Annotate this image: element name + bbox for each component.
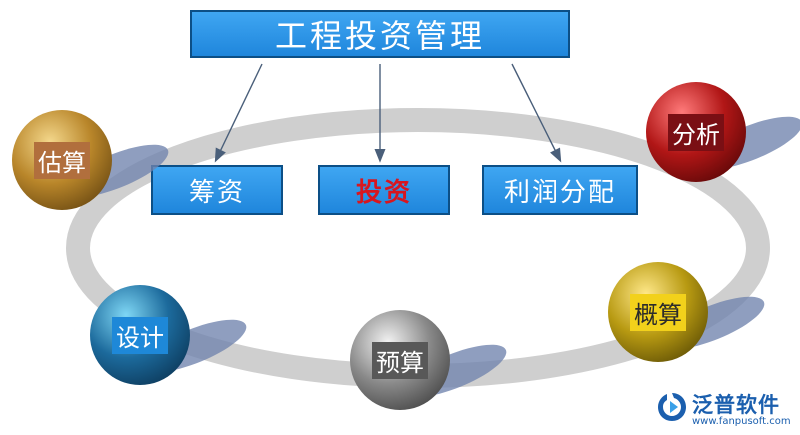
arrow-to-fund [214,63,263,163]
cycle-label-estimate: 估算 [34,141,90,179]
cycle-node-estimate: 估算 [12,110,175,210]
stage-label-invest: 投资 [355,177,412,208]
stage-box-profit: 利润分配 [482,165,638,215]
brand-logo: 泛普软件 www.fanpusoft.com [656,389,796,433]
node-sphere: 估算 [12,110,112,210]
brand-url: www.fanpusoft.com [692,416,791,427]
cycle-label-budget: 预算 [372,341,428,379]
cycle-label-rough: 概算 [630,293,686,331]
stage-label-fund: 筹资 [188,177,245,208]
node-sphere: 预算 [350,310,450,410]
brand-mark-icon [658,393,686,421]
stage-box-invest: 投资 [318,165,450,215]
arrow-to-profit [511,63,562,163]
cycle-node-design: 设计 [90,285,253,385]
title-box: 工程投资管理 [190,10,570,58]
cycle-node-budget: 预算 [350,310,513,410]
node-sphere: 设计 [90,285,190,385]
node-sphere: 概算 [608,262,708,362]
cycle-label-analysis: 分析 [668,113,724,151]
stage-label-profit: 利润分配 [503,177,616,208]
stage-box-fund: 筹资 [151,165,283,215]
cycle-node-analysis: 分析 [646,82,800,182]
cycle-node-rough: 概算 [608,262,771,362]
brand-name: 泛普软件 [692,393,780,417]
node-sphere: 分析 [646,82,746,182]
diagram-title: 工程投资管理 [274,17,485,55]
cycle-label-design: 设计 [112,316,168,354]
